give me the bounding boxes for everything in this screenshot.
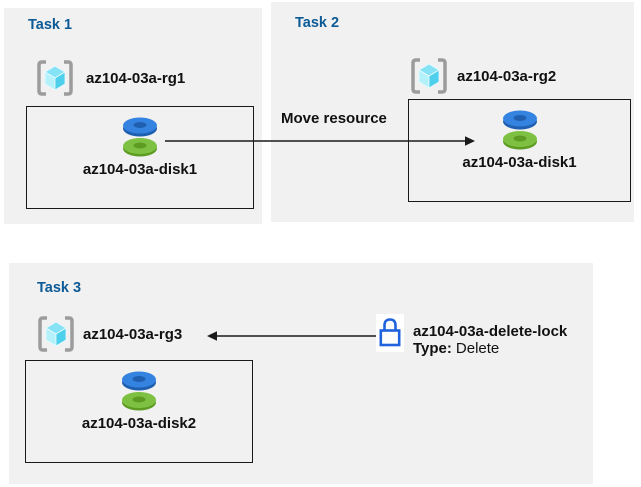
task1-rg-label: az104-03a-rg1	[86, 69, 186, 87]
task3-rg-label: az104-03a-rg3	[83, 325, 183, 343]
task1-disk-label: az104-03a-disk1	[82, 161, 198, 178]
task1-resource-group: az104-03a-rg1	[34, 58, 185, 98]
resource-group-icon	[37, 60, 73, 96]
resource-group-icon	[411, 58, 447, 94]
task2-resource-group: az104-03a-rg2	[408, 56, 556, 96]
resource-group-icon	[38, 316, 74, 352]
move-resource-label: Move resource	[281, 110, 387, 127]
task2-disk-label: az104-03a-disk1	[462, 154, 577, 171]
task1-box: Task 1 az104-03a-rg1 az104-03a-disk1	[4, 8, 262, 224]
task3-title: Task 3	[37, 280, 82, 296]
task2-title: Task 2	[295, 15, 340, 31]
disk-icon	[502, 110, 537, 150]
task3-resource-group: az104-03a-rg3	[35, 314, 182, 354]
task2-box: Task 2 az104-03a-rg2 az104-03a-disk1	[271, 2, 634, 222]
lock-name: az104-03a-delete-lock	[413, 323, 568, 340]
task1-resource-box: az104-03a-disk1	[26, 106, 254, 209]
task1-title: Task 1	[28, 17, 73, 33]
task3-resource-box: az104-03a-disk2	[25, 360, 253, 463]
lock-icon	[379, 318, 401, 347]
task2-resource-box: az104-03a-disk1	[408, 99, 631, 202]
disk-icon	[123, 117, 157, 157]
lock-type-key: Type:	[413, 340, 452, 357]
task3-disk-label: az104-03a-disk2	[81, 415, 197, 432]
move-arrow	[165, 136, 475, 146]
lock-annotation: az104-03a-delete-lock Type:Delete	[413, 323, 567, 357]
lock-type-value: Delete	[455, 340, 500, 357]
lock-type-line: Type:Delete	[413, 340, 567, 357]
lock-arrow	[207, 331, 376, 341]
task2-rg-label: az104-03a-rg2	[457, 67, 557, 85]
disk-icon	[122, 371, 156, 411]
lock-tile	[376, 314, 404, 352]
task3-box: Task 3 az104-03a-rg3 az104-03a-delete-lo…	[9, 263, 593, 484]
